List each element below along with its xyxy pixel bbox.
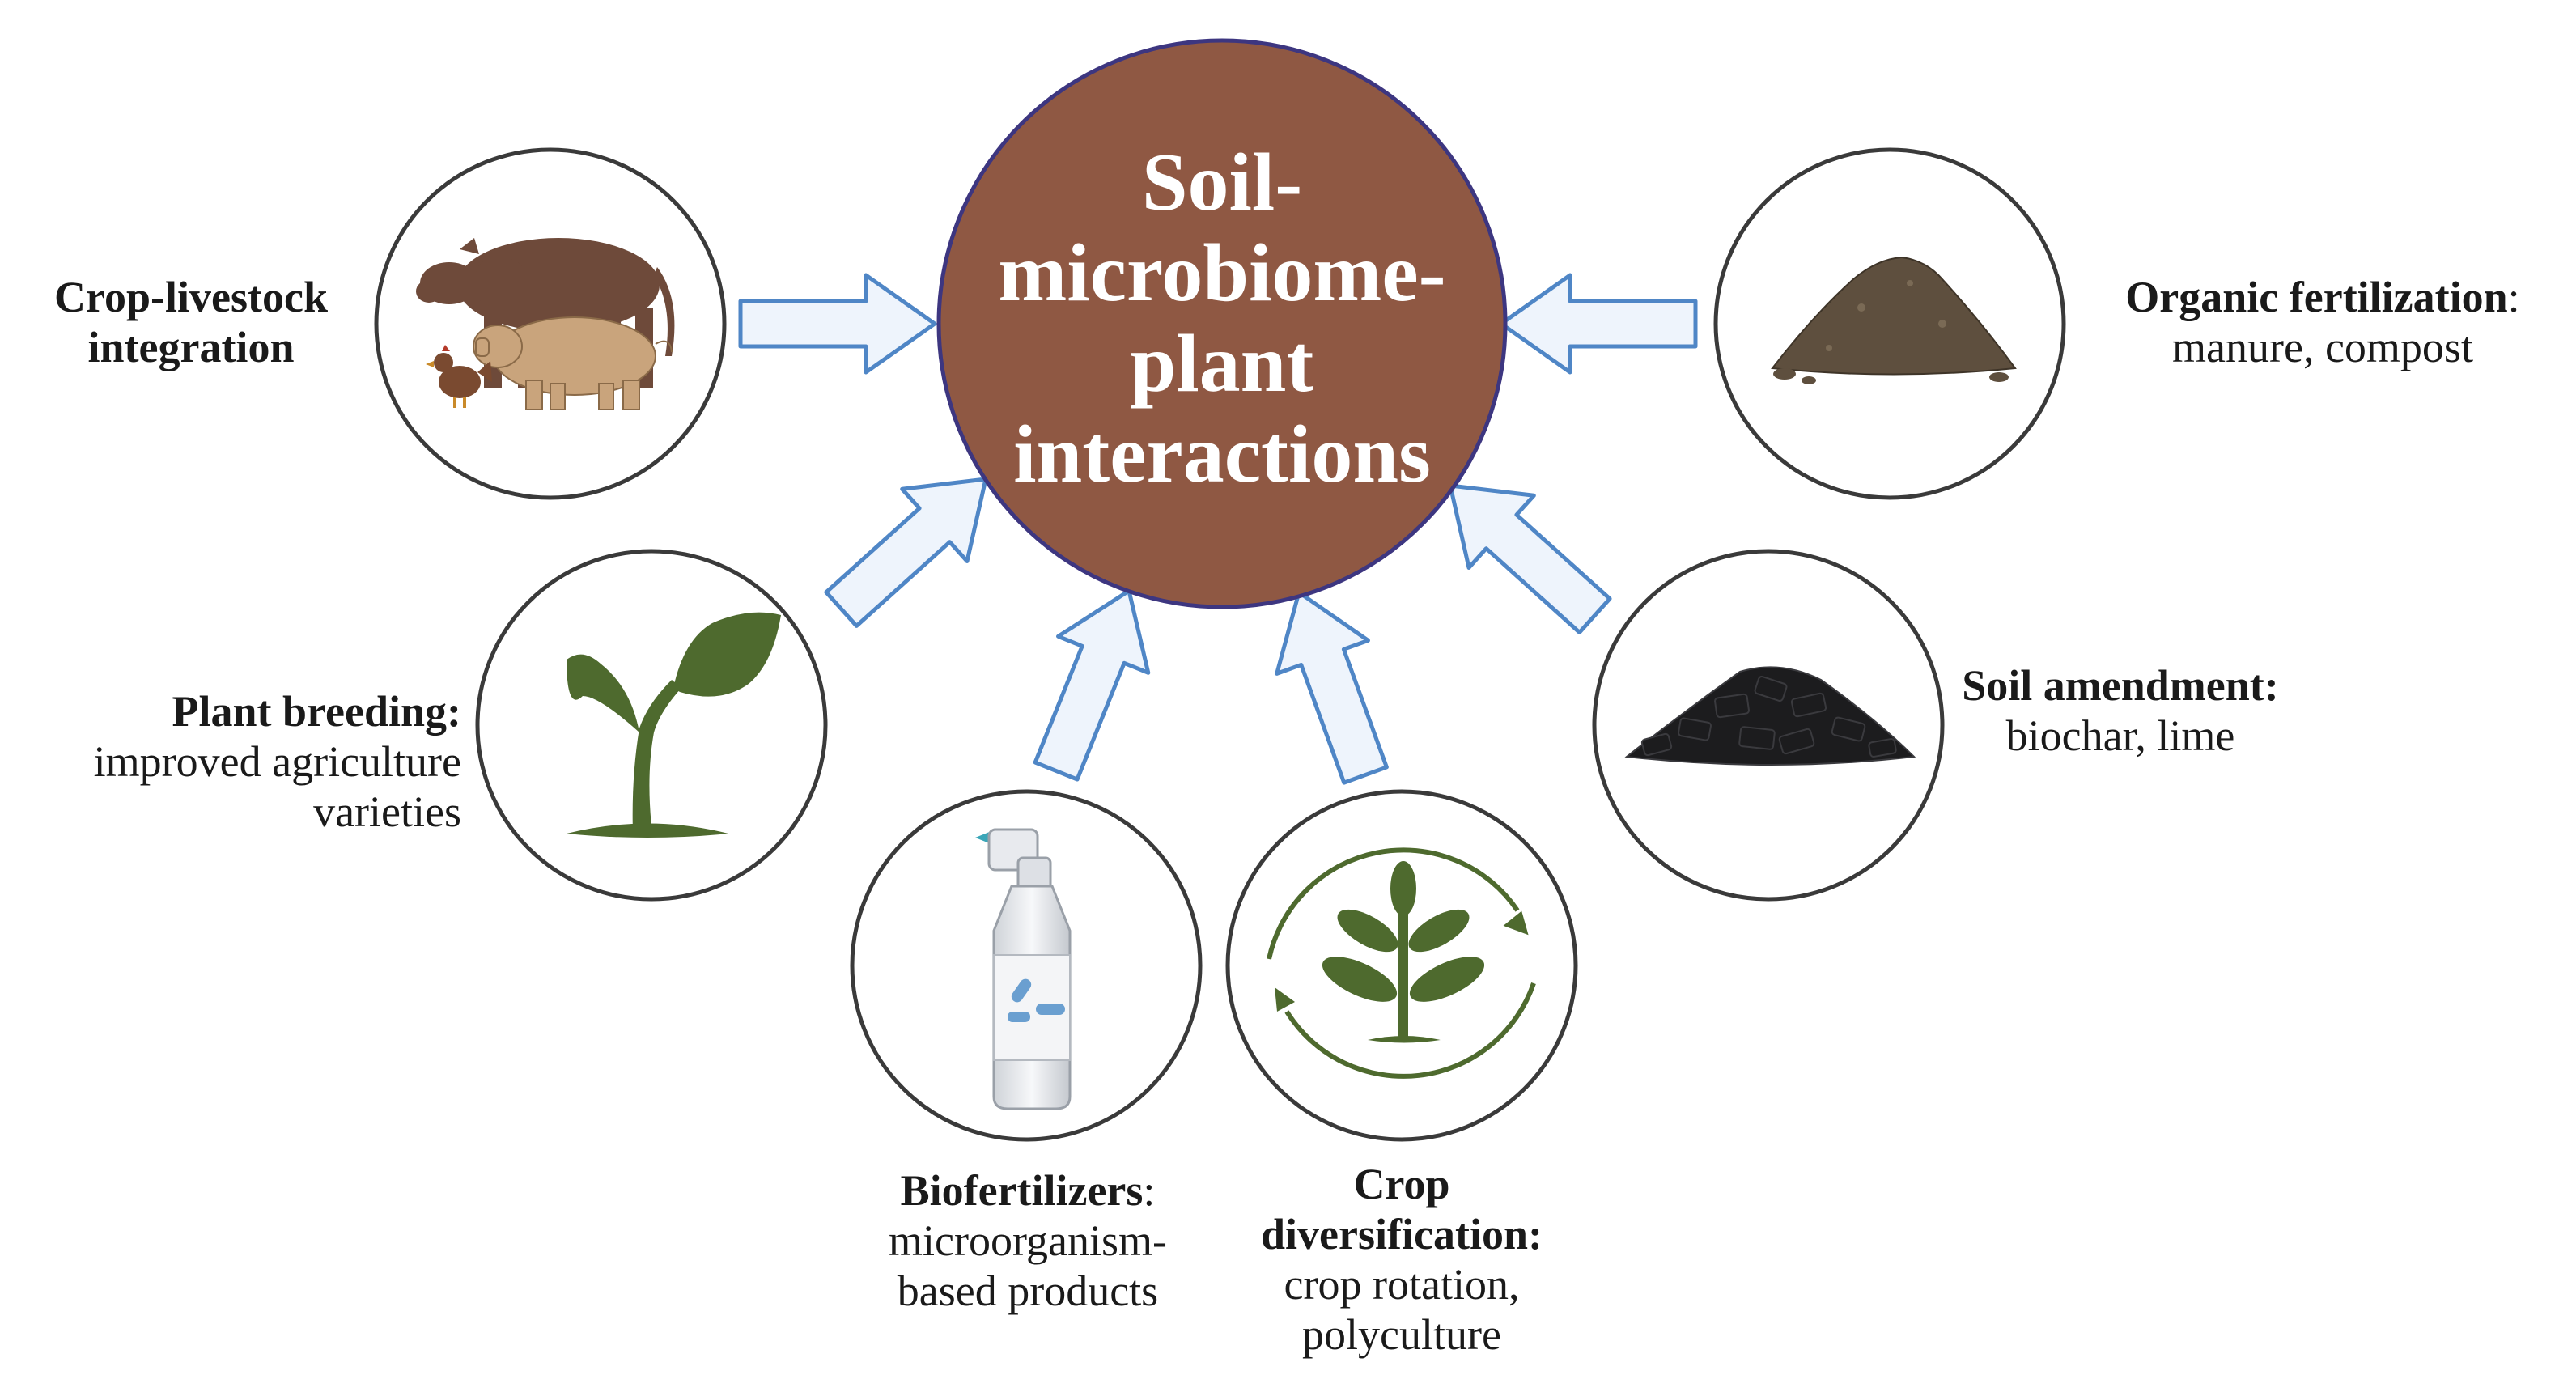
organic-fertilization-title: Organic fertilization [2125, 273, 2508, 321]
chicken-icon [426, 345, 492, 408]
center-title-line-1: Soil- [1141, 137, 1303, 228]
center-title-line-3: plant [1130, 318, 1314, 410]
seedling-icon [567, 612, 781, 838]
arrow-organic-fertilization [1499, 273, 1698, 375]
label-plant-breeding: Plant breeding: improved agriculture var… [24, 686, 461, 837]
arrow-plant-breeding [824, 477, 988, 628]
label-organic-fertilization: Organic fertilization: manure, compost [2088, 272, 2557, 372]
crop-livestock-title-2: integration [87, 323, 295, 371]
biofertilizers-desc-1: microorganism- [889, 1216, 1167, 1265]
arrow-crop-diversification [1275, 590, 1389, 785]
biochar-pile-icon [1624, 666, 1916, 766]
organic-fertilization-colon: : [2507, 273, 2520, 321]
arrow-biofertilizers [1033, 588, 1151, 782]
crop-diversification-title-2: diversification: [1261, 1210, 1543, 1258]
center-title-line-2: microbiome- [998, 227, 1446, 319]
plant-rotation-icon [1267, 847, 1536, 1079]
biofertilizers-desc-2: based products [897, 1267, 1159, 1315]
label-crop-diversification: Crop diversification: crop rotation, pol… [1216, 1159, 1588, 1360]
center-circle [936, 38, 1508, 609]
arrows [738, 273, 1698, 785]
compost-pile-icon [1771, 256, 2017, 384]
crop-diversification-desc-1: crop rotation, [1284, 1260, 1520, 1309]
soil-amendment-title: Soil amendment: [1962, 661, 2279, 710]
soil-amendment-desc: biochar, lime [2005, 711, 2235, 760]
crop-diversification-desc-2: polyculture [1302, 1310, 1501, 1359]
crop-diversification-title-1: Crop [1353, 1160, 1450, 1208]
spray-bottle-icon [975, 828, 1072, 1110]
cow-pig-chicken-icon [416, 238, 675, 410]
pig-icon [473, 316, 673, 410]
organic-fertilization-desc: manure, compost [2172, 323, 2473, 371]
plant-breeding-desc-2: varieties [313, 787, 461, 836]
plant-breeding-title: Plant breeding: [172, 687, 461, 736]
label-biofertilizers: Biofertilizers: microorganism- based pro… [842, 1165, 1214, 1316]
label-soil-amendment: Soil amendment: biochar, lime [1942, 660, 2298, 761]
plant-breeding-desc-1: improved agriculture [93, 737, 461, 786]
crop-livestock-title-1: Crop-livestock [54, 273, 328, 321]
arrow-crop-livestock [738, 273, 937, 375]
biofertilizers-title: Biofertilizers [900, 1166, 1144, 1215]
label-crop-livestock: Crop-livestock integration [29, 272, 353, 372]
center-title-line-4: interactions [1013, 409, 1431, 500]
arrow-soil-amendment [1448, 483, 1612, 634]
biofertilizers-colon: : [1143, 1166, 1156, 1215]
center-title: Soil- microbiome- plant interactions [939, 138, 1505, 500]
